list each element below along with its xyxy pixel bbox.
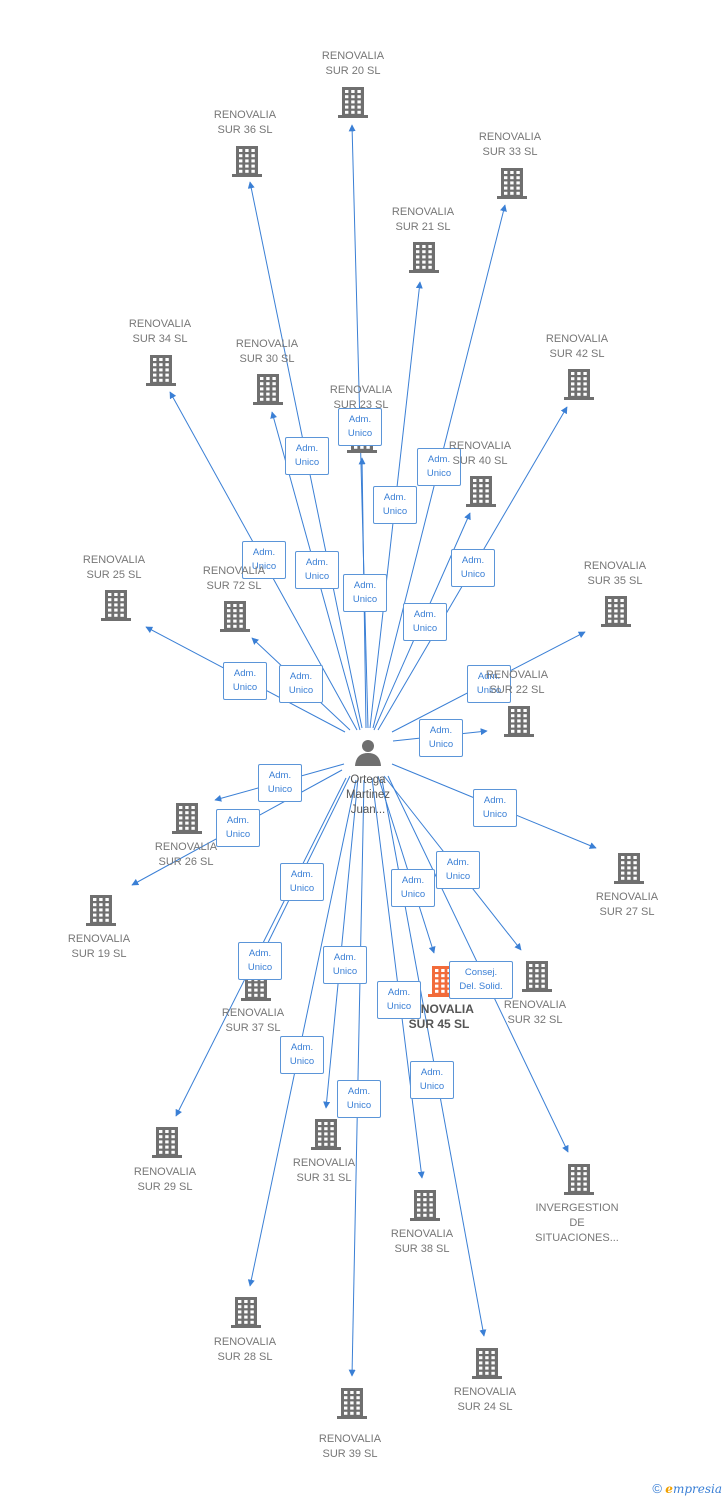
building-icon[interactable]: [497, 168, 527, 199]
building-icon[interactable]: [466, 476, 496, 507]
company-label-sur33[interactable]: RENOVALIA SUR 33 SL: [478, 131, 542, 158]
edge-sur39: [348, 779, 365, 1377]
company-label-sur21[interactable]: RENOVALIA SUR 21 SL: [391, 206, 455, 233]
company-label-sur39[interactable]: RENOVALIA SUR 39 SL: [318, 1433, 382, 1460]
company-label-sur31[interactable]: RENOVALIA SUR 31 SL: [292, 1157, 356, 1184]
role-badge-sur28[interactable]: Adm. Unico: [280, 1036, 324, 1074]
company-label-sur45[interactable]: RENOVALIA SUR 45 SL: [404, 1002, 474, 1031]
company-label-sur29[interactable]: RENOVALIA SUR 29 SL: [133, 1166, 197, 1193]
center-person-label[interactable]: Ortega Martinez Juan...: [345, 774, 391, 816]
edge-sur31: [323, 777, 359, 1109]
building-icon[interactable]: [522, 961, 552, 992]
building-icon[interactable]: [337, 1388, 367, 1419]
building-icon[interactable]: [101, 590, 131, 621]
person-icon[interactable]: [355, 740, 381, 766]
role-badge-sur19[interactable]: Adm. Unico: [216, 809, 260, 847]
company-label-invergestion[interactable]: INVERGESTION DE SITUACIONES...: [535, 1202, 619, 1244]
building-icon[interactable]: [472, 1348, 502, 1379]
company-label-sur35[interactable]: RENOVALIA SUR 35 SL: [583, 560, 647, 587]
role-badge-sur24[interactable]: Adm. Unico: [410, 1061, 454, 1099]
company-label-sur30[interactable]: RENOVALIA SUR 30 SL: [235, 338, 299, 365]
company-label-sur72[interactable]: RENOVALIA SUR 72 SL: [202, 565, 266, 592]
role-badge-sur33[interactable]: Adm. Unico: [417, 448, 461, 486]
company-label-sur42[interactable]: RENOVALIA SUR 42 SL: [545, 333, 609, 360]
role-badge-sur27[interactable]: Adm. Unico: [473, 789, 517, 827]
watermark[interactable]: © empresia: [652, 1481, 722, 1496]
edge-sur28: [247, 779, 357, 1287]
role-badge-sur34[interactable]: Adm. Unico: [242, 541, 286, 579]
nodes-layer: [86, 87, 644, 1419]
building-icon[interactable]: [409, 242, 439, 273]
role-badge-sur20[interactable]: Adm. Unico: [338, 408, 382, 446]
role-badge-sur37[interactable]: Adm. Unico: [280, 863, 324, 901]
company-label-sur32[interactable]: RENOVALIA SUR 32 SL: [503, 999, 567, 1026]
role-badge-sur26[interactable]: Adm. Unico: [258, 764, 302, 802]
role-badge-sur31[interactable]: Adm. Unico: [323, 946, 367, 984]
building-icon[interactable]: [220, 601, 250, 632]
role-badge-sur42[interactable]: Adm. Unico: [451, 549, 495, 587]
role-badge-sur72[interactable]: Adm. Unico: [279, 665, 323, 703]
role-badge-sur45[interactable]: Adm. Unico: [391, 869, 435, 907]
building-icon[interactable]: [86, 895, 116, 926]
edge-sur45: [377, 775, 436, 954]
role-badge-sur29[interactable]: Adm. Unico: [238, 942, 282, 980]
role-badge-sur36[interactable]: Adm. Unico: [285, 437, 329, 475]
company-label-sur27[interactable]: RENOVALIA SUR 27 SL: [595, 891, 659, 918]
company-label-sur37[interactable]: RENOVALIA SUR 37 SL: [221, 1007, 285, 1034]
role-badge-invergestion[interactable]: Consej. Del. Solid.: [449, 961, 513, 999]
edge-sur38: [371, 777, 425, 1179]
role-badge-sur39[interactable]: Adm. Unico: [337, 1080, 381, 1118]
building-icon[interactable]: [146, 355, 176, 386]
building-icon[interactable]: [564, 369, 594, 400]
building-icon[interactable]: [231, 1297, 261, 1328]
company-label-sur28[interactable]: RENOVALIA SUR 28 SL: [213, 1336, 277, 1363]
role-badge-sur38[interactable]: Adm. Unico: [377, 981, 421, 1019]
role-badge-sur21[interactable]: Adm. Unico: [373, 486, 417, 524]
company-label-sur40[interactable]: RENOVALIA SUR 40 SL: [448, 440, 512, 467]
company-label-sur38[interactable]: RENOVALIA SUR 38 SL: [390, 1228, 454, 1255]
company-label-sur25[interactable]: RENOVALIA SUR 25 SL: [82, 554, 146, 581]
role-badge-sur35[interactable]: Adm. Unico: [467, 665, 511, 703]
role-badge-sur32[interactable]: Adm. Unico: [436, 851, 480, 889]
building-icon[interactable]: [232, 146, 262, 177]
role-badge-sur25[interactable]: Adm. Unico: [223, 662, 267, 700]
company-label-sur26[interactable]: RENOVALIA SUR 26 SL: [154, 841, 218, 868]
building-icon[interactable]: [410, 1190, 440, 1221]
company-label-sur34[interactable]: RENOVALIA SUR 34 SL: [128, 318, 192, 345]
company-label-sur22[interactable]: RENOVALIA SUR 22 SL: [485, 669, 549, 696]
company-label-sur19[interactable]: RENOVALIA SUR 19 SL: [67, 933, 131, 960]
building-icon[interactable]: [338, 87, 368, 118]
role-badge-sur40[interactable]: Adm. Unico: [403, 603, 447, 641]
building-icon[interactable]: [172, 803, 202, 834]
building-icon[interactable]: [311, 1119, 341, 1150]
building-icon[interactable]: [564, 1164, 594, 1195]
copyright-symbol: ©: [652, 1481, 662, 1496]
company-label-sur36[interactable]: RENOVALIA SUR 36 SL: [213, 109, 277, 136]
role-badge-sur30[interactable]: Adm. Unico: [295, 551, 339, 589]
company-label-sur24[interactable]: RENOVALIA SUR 24 SL: [453, 1386, 517, 1413]
role-badge-sur23[interactable]: Adm. Unico: [343, 574, 387, 612]
building-icon[interactable]: [504, 706, 534, 737]
company-label-sur23[interactable]: RENOVALIA SUR 23 SL: [329, 384, 393, 411]
company-label-sur20[interactable]: RENOVALIA SUR 20 SL: [321, 50, 385, 77]
brand-logo: empresia: [665, 1482, 722, 1496]
role-badge-sur22[interactable]: Adm. Unico: [419, 719, 463, 757]
building-icon[interactable]: [152, 1127, 182, 1158]
building-icon[interactable]: [601, 596, 631, 627]
building-icon[interactable]: [253, 374, 283, 405]
building-icon[interactable]: [614, 853, 644, 884]
